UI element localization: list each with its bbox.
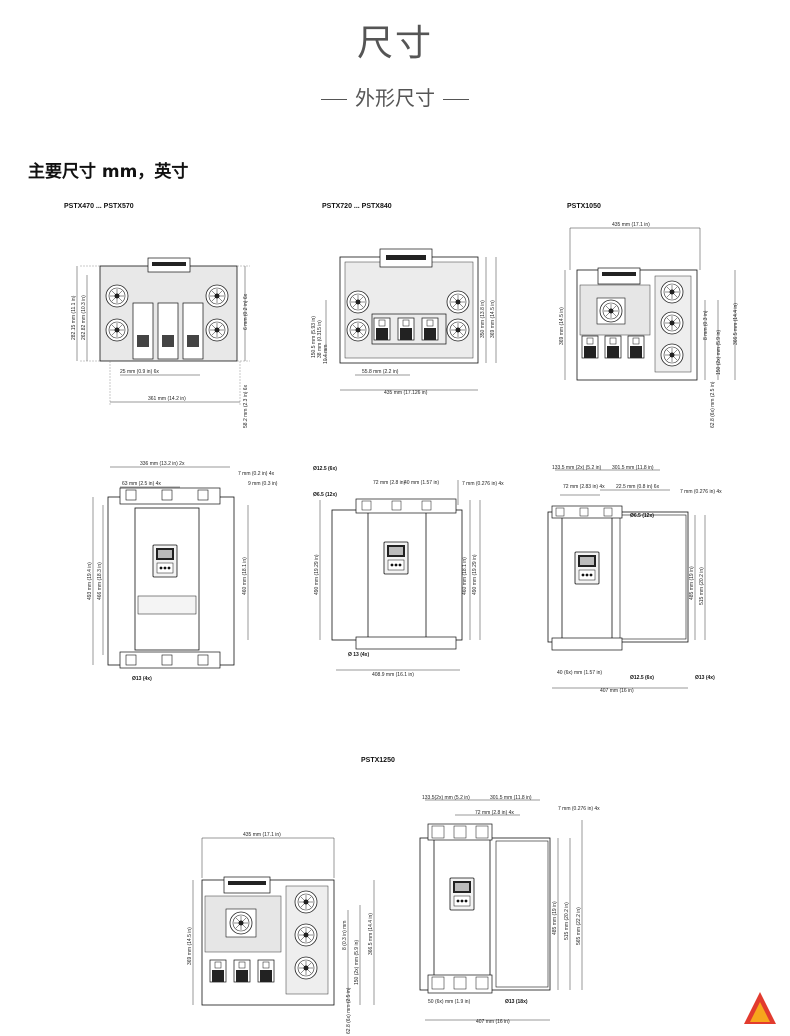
dim-470-b1: 25 mm (0.9 in) 6x bbox=[120, 369, 159, 375]
dim-470f-l1: 493 mm (19.4 in) bbox=[87, 562, 93, 600]
dim-470f-t3: 7 mm (0.2 in) 4x bbox=[238, 471, 275, 477]
dim-1050f-t2: 301.5 mm (11.8 in) bbox=[612, 465, 654, 471]
dim-1050f-t3: 72 mm (2.83 in) 4x bbox=[563, 484, 605, 490]
dim-720f-t2: Ø6.5 (12x) bbox=[313, 492, 337, 498]
dim-1050-r1: 8 mm (0.3 in) bbox=[703, 310, 709, 340]
dim-1050f-t1: 133.5 mm (2x) (5.2 in) bbox=[552, 465, 602, 471]
dim-720f-r2: 490 mm (19.29 in) bbox=[472, 554, 478, 595]
dim-470f-b1: Ø13 (4x) bbox=[132, 676, 152, 682]
drawing-pstx720-top bbox=[325, 248, 497, 391]
dim-470-b2: 361 mm (14.2 in) bbox=[148, 396, 186, 402]
dim-1050f-r2: 515 mm (20.2 in) bbox=[699, 567, 705, 605]
dim-1250f-b3: 407 mm (16 in) bbox=[476, 1019, 510, 1025]
dim-720-l2: 38 mm (0.315 in) bbox=[317, 320, 323, 358]
dim-1250f-r1: 485 mm (19 in) bbox=[552, 901, 558, 935]
dim-720-r2: 369 mm (14.5 in) bbox=[490, 300, 496, 338]
dim-720-b2: 435 mm (17.126 in) bbox=[384, 390, 428, 396]
dim-1050f-b3: Ø13 (4x) bbox=[695, 675, 715, 681]
dim-1050f-t5: 7 mm (0.276 in) 4x bbox=[680, 489, 722, 495]
dim-1050f-r1: 485 mm (19 in) bbox=[689, 566, 695, 600]
dim-470f-t2: 63 mm (2.5 in) 4x bbox=[122, 481, 161, 487]
dim-720f-t5: 7 mm (0.276 in) 4x bbox=[462, 481, 504, 487]
dim-1250t-r1: 8 (0.3 in) mm bbox=[342, 921, 348, 950]
dim-720-r1: 350 mm (13.8 in) bbox=[480, 300, 486, 338]
dim-720f-r1: 460 mm (18.1 in) bbox=[462, 557, 468, 595]
dim-1250f-r3: 565 mm (22.2 in) bbox=[576, 907, 582, 945]
dim-1050-r3: 366.5 mm (14.4 in) bbox=[733, 303, 739, 345]
drawing-pstx470-front bbox=[92, 466, 249, 669]
dim-470-h2: 262.82 mm (10.3 in) bbox=[81, 295, 87, 340]
page-title: 尺寸 bbox=[356, 23, 433, 64]
dim-1050f-b2: Ø12.5 (6x) bbox=[630, 675, 654, 681]
dim-1250f-t2: 301.5 mm (11.8 in) bbox=[490, 795, 532, 801]
dim-720f-b1: Ø 13 (4x) bbox=[348, 652, 369, 658]
dim-1050-r2: 150 (2x) mm (5.9 in) bbox=[716, 330, 722, 375]
dim-1050-l1: 369 mm (14.5 in) bbox=[559, 307, 565, 345]
dim-1250t-r2: 150 (2x) mm (5.9 in) bbox=[354, 940, 360, 985]
drawing-pstx720-front bbox=[319, 480, 481, 671]
dim-1250t-r3: 366.5 mm (14.4 in) bbox=[368, 913, 374, 955]
dim-720f-b2: 408.9 mm (16.1 in) bbox=[372, 672, 414, 678]
model-label-pstx470: PSTX470 ... PSTX570 bbox=[64, 203, 134, 210]
dim-720f-t4: 40 mm (1.57 in) bbox=[404, 480, 439, 486]
model-label-pstx720: PSTX720 ... PSTX840 bbox=[322, 203, 392, 210]
model-label-pstx1250: PSTX1250 bbox=[361, 757, 395, 764]
dim-1050-r4: 62.8 (6x) mm (2.5 in) bbox=[710, 381, 716, 428]
dim-1250f-r2: 515 mm (20.2 in) bbox=[564, 902, 570, 940]
dim-470f-l2: 466 mm (18.3 in) bbox=[97, 562, 103, 600]
dim-470f-t1: 336 mm (13.2 in) 2x bbox=[140, 461, 185, 467]
dim-720-l1: 150.5 mm (5.93 in) bbox=[311, 316, 317, 358]
dim-720-l3: 10.4 mm bbox=[323, 345, 329, 364]
subtitle-text: 外形尺寸 bbox=[355, 86, 435, 110]
drawing-pstx470-top bbox=[76, 257, 250, 405]
dim-470-r2: 58.2 mm (2.3 in) 6x bbox=[243, 384, 249, 428]
watermark-logo-icon bbox=[744, 992, 776, 1024]
dim-470f-r1: 460 mm (18.1 in) bbox=[242, 557, 248, 595]
dim-1250t-r4: 62.8 (6x) mm (2.5 in) bbox=[346, 987, 352, 1034]
drawing-pstx1050-front bbox=[547, 469, 706, 689]
dim-1050f-t4: 22.5 mm (0.8 in) 6x bbox=[616, 484, 660, 490]
drawing-pstx1050-top bbox=[564, 227, 736, 381]
dash-left bbox=[321, 99, 347, 100]
dim-470-h1: 282.15 mm (11.1 in) bbox=[71, 295, 77, 340]
dim-720-b1: 55.8 mm (2.2 in) bbox=[362, 369, 399, 375]
model-label-pstx1050: PSTX1050 bbox=[567, 203, 601, 210]
dim-1250t-l1: 369 mm (14.5 in) bbox=[187, 927, 193, 965]
dim-1250f-t4: 7 mm (0.276 in) 4x bbox=[558, 806, 600, 812]
page-subtitle: 外形尺寸 bbox=[0, 82, 790, 111]
section-heading: 主要尺寸 mm，英寸 bbox=[28, 162, 189, 182]
dim-1050-t1: 435 mm (17.1 in) bbox=[612, 222, 650, 228]
drawing-pstx1250-front bbox=[419, 799, 583, 1021]
dim-470-r1: 6 mm (0.2 in) 6x bbox=[243, 293, 249, 330]
dim-1250f-b1: 50 (6x) mm (1.9 in) bbox=[428, 999, 471, 1005]
dim-470f-t4: 9 mm (0.3 in) bbox=[248, 481, 278, 487]
dim-1050f-b4: 407 mm (16 in) bbox=[600, 688, 634, 694]
dim-1050f-b1: 40 (6x) mm (1.57 in) bbox=[557, 670, 602, 676]
dim-1250t-t1: 435 mm (17.1 in) bbox=[243, 832, 281, 838]
dim-720f-t1: Ø12.5 (6x) bbox=[313, 466, 337, 472]
dim-1050f-t6: Ø6.5 (12x) bbox=[630, 513, 654, 519]
dash-right bbox=[443, 99, 469, 100]
drawing-pstx1250-top bbox=[192, 837, 375, 1006]
dim-1250f-b2: Ø13 (18x) bbox=[505, 999, 528, 1005]
dim-1250f-t1: 133.5(2x) mm (5.2 in) bbox=[422, 795, 470, 801]
dim-1250f-t3: 72 mm (2.8 in) 4x bbox=[475, 810, 514, 816]
dim-720f-t3: 72 mm (2.8 in) bbox=[373, 480, 406, 486]
dim-720f-l1: 490 mm (19.29 in) bbox=[314, 554, 320, 595]
